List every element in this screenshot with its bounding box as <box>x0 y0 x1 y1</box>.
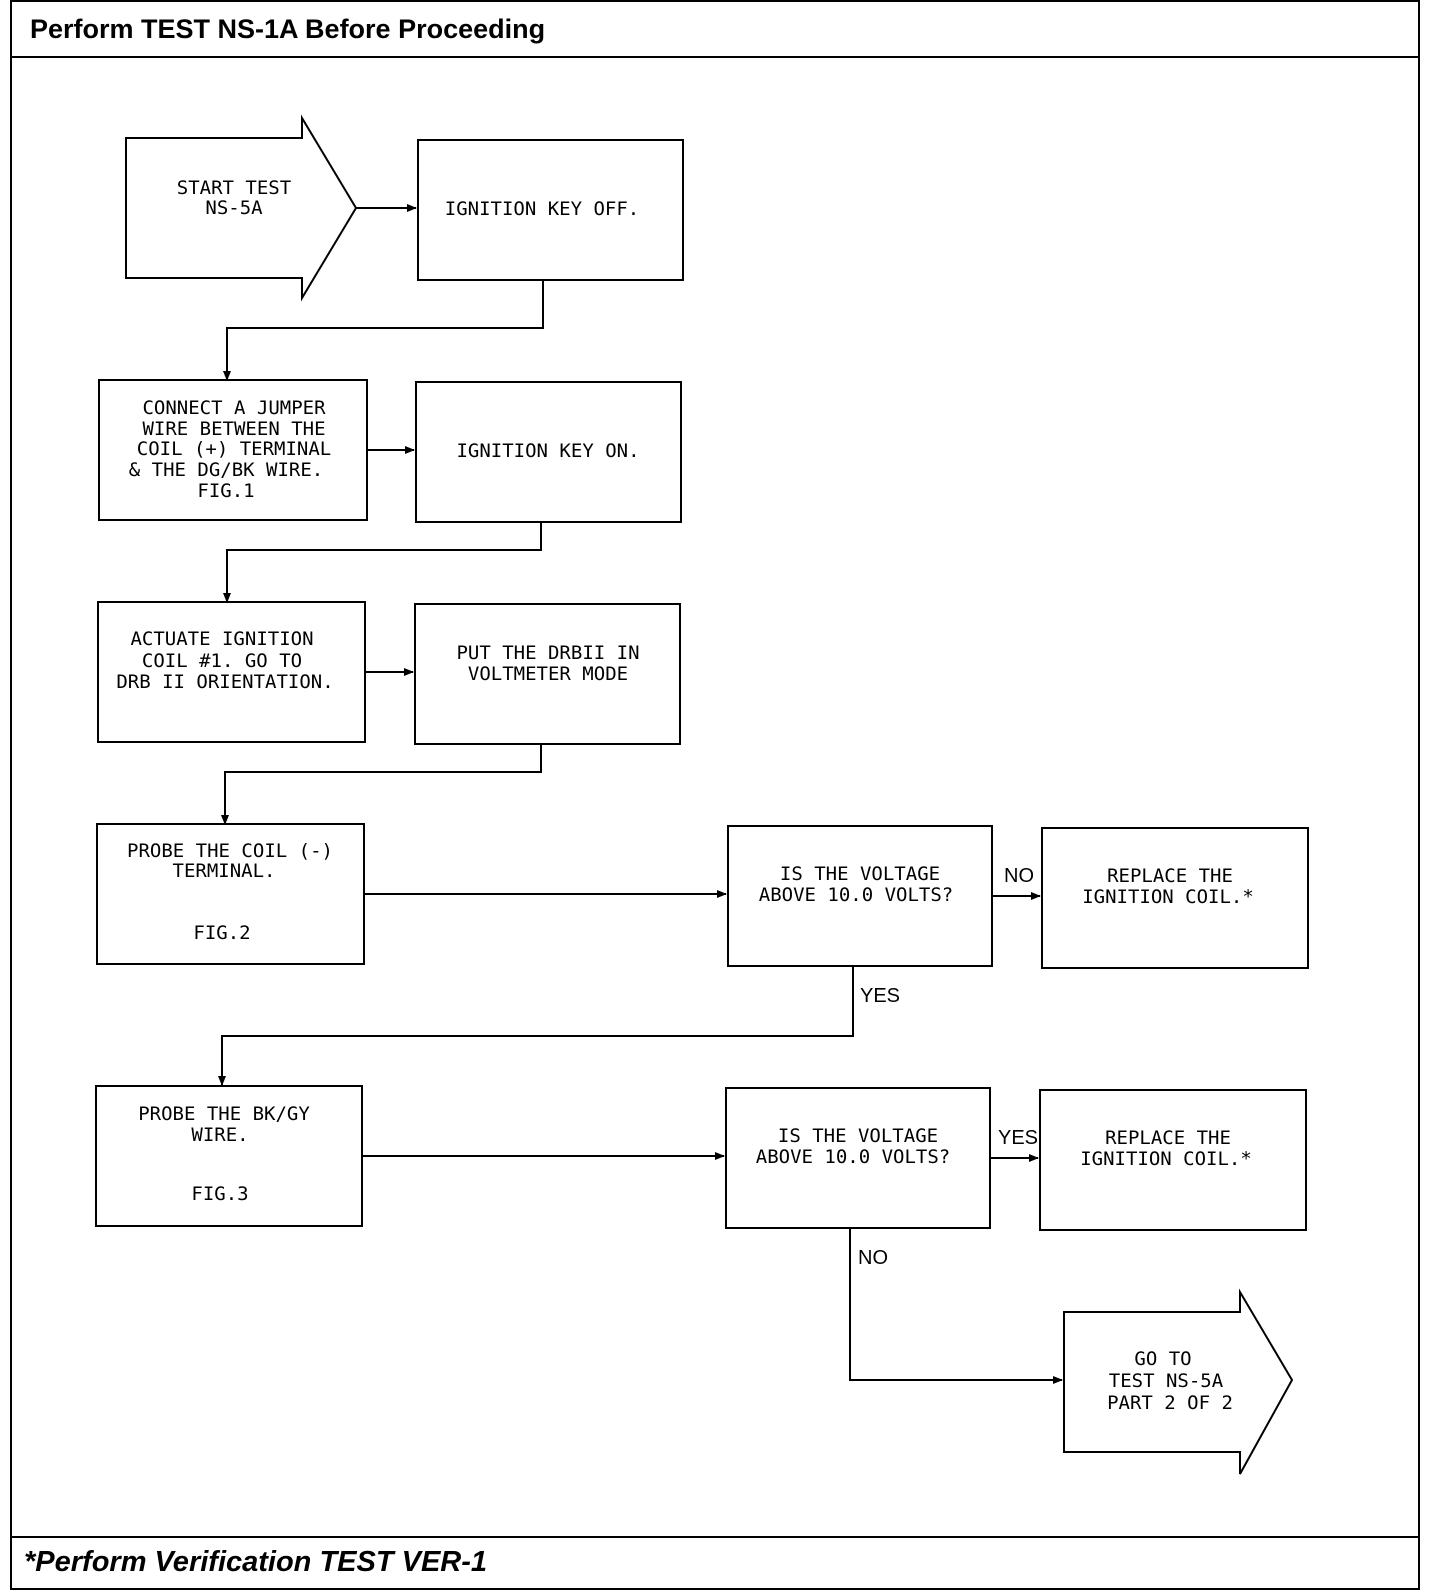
q2-line-1: IS THE VOLTAGE <box>778 1125 938 1147</box>
edge-drbmode-probecoil <box>221 744 542 825</box>
node-key-on: IGNITION KEY ON. <box>415 381 682 523</box>
probe-coil-line-3: FIG.2 <box>193 922 250 944</box>
label-q2-yes: YES <box>998 1127 1038 1149</box>
page-frame: Perform TEST NS-1A Before Proceeding *Pe… <box>10 0 1420 1590</box>
goto-line-2: TEST NS-5A <box>1109 1370 1224 1392</box>
node-jumper: CONNECT A JUMPER WIRE BETWEEN THE COIL (… <box>98 379 368 521</box>
goto-line-1: GO TO <box>1134 1348 1191 1370</box>
jumper-line-5: FIG.1 <box>197 480 254 502</box>
replace2-line-2: IGNITION COIL.* <box>1080 1148 1252 1170</box>
jumper-line-2: WIRE BETWEEN THE <box>142 418 325 440</box>
page-footer: *Perform Verification TEST VER-1 <box>12 1536 1418 1588</box>
start-arrow-shape <box>125 114 358 302</box>
node-actuate: ACTUATE IGNITION COIL #1. GO TO DRB II O… <box>97 601 366 743</box>
start-line-1: START TEST <box>177 177 291 199</box>
probe-coil-line-2: TERMINAL. <box>173 860 276 882</box>
jumper-line-3: COIL (+) TERMINAL <box>137 438 331 460</box>
edge-q2-goto <box>849 1228 1063 1384</box>
jumper-line-1: CONNECT A JUMPER <box>142 397 326 419</box>
node-key-off: IGNITION KEY OFF. <box>417 139 684 281</box>
start-line-2: NS-5A <box>205 197 263 219</box>
actuate-line-1: ACTUATE IGNITION <box>130 628 313 650</box>
node-drb-mode: PUT THE DRBII IN VOLTMETER MODE <box>414 603 681 745</box>
node-probe-bk: PROBE THE BK/GY WIRE. FIG.3 <box>95 1085 363 1227</box>
actuate-line-2: COIL #1. GO TO <box>142 650 302 672</box>
q1-line-1: IS THE VOLTAGE <box>780 863 940 885</box>
node-question-2: IS THE VOLTAGE ABOVE 10.0 VOLTS? <box>725 1087 991 1229</box>
page-header: Perform TEST NS-1A Before Proceeding <box>12 2 1418 58</box>
node-replace-1: REPLACE THE IGNITION COIL.* <box>1041 827 1309 969</box>
goto-line-3: PART 2 OF 2 <box>1107 1392 1233 1414</box>
replace1-line-2: IGNITION COIL.* <box>1082 886 1254 908</box>
edge-keyon-actuate <box>223 522 542 603</box>
page-title: Perform TEST NS-1A Before Proceeding <box>30 14 546 44</box>
replace2-line-1: REPLACE THE <box>1105 1127 1231 1149</box>
probe-bk-line-3: FIG.3 <box>191 1183 248 1205</box>
key-on-line-1: IGNITION KEY ON. <box>456 440 639 462</box>
jumper-line-4: & THE DG/BK WIRE. <box>129 459 323 481</box>
actuate-line-3: DRB II ORIENTATION. <box>116 671 333 693</box>
probe-coil-line-1: PROBE THE COIL (-) <box>127 840 333 862</box>
key-off-line-1: IGNITION KEY OFF. <box>445 198 639 220</box>
label-q1-no: NO <box>1004 865 1034 887</box>
connectors <box>218 204 1063 1384</box>
node-probe-coil: PROBE THE COIL (-) TERMINAL. FIG.2 <box>96 823 365 965</box>
q2-line-2: ABOVE 10.0 VOLTS? <box>756 1146 950 1168</box>
goto-arrow-shape <box>1063 1288 1294 1475</box>
probe-bk-line-2: WIRE. <box>191 1124 248 1146</box>
footer-note: *Perform Verification TEST VER-1 <box>24 1546 488 1578</box>
edge-keyoff-jumper <box>223 280 544 381</box>
node-question-1: IS THE VOLTAGE ABOVE 10.0 VOLTS? <box>727 825 993 967</box>
node-goto: GO TO TEST NS-5A PART 2 OF 2 <box>1063 1288 1294 1475</box>
q1-line-2: ABOVE 10.0 VOLTS? <box>759 884 953 906</box>
node-replace-2: REPLACE THE IGNITION COIL.* <box>1039 1089 1307 1231</box>
drb-mode-line-2: VOLTMETER MODE <box>468 663 628 685</box>
edge-q1-probebk <box>218 966 854 1086</box>
drb-mode-line-1: PUT THE DRBII IN <box>456 642 639 664</box>
label-q2-no: NO <box>858 1247 888 1269</box>
replace1-line-1: REPLACE THE <box>1107 865 1233 887</box>
label-q1-yes: YES <box>860 985 900 1007</box>
probe-bk-line-1: PROBE THE BK/GY <box>138 1103 310 1125</box>
node-start: START TEST NS-5A <box>125 114 358 302</box>
